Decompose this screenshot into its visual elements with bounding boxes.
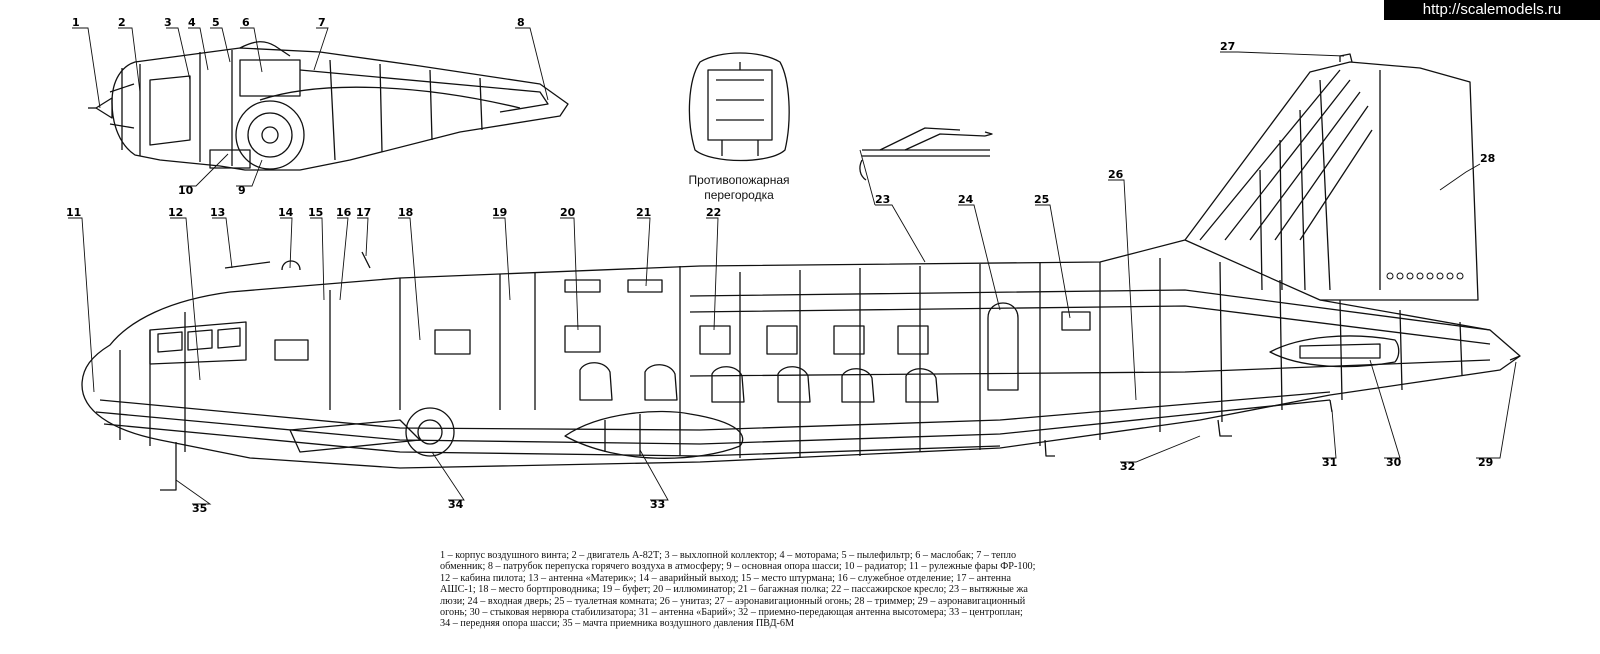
callout-5: 5 (212, 16, 220, 29)
callout-21: 21 (636, 206, 651, 219)
callout-31: 31 (1322, 456, 1337, 469)
caption-line-7: 34 – передняя опора шасси; 35 – мачта пр… (440, 618, 795, 630)
callout-3: 3 (164, 16, 172, 29)
callout-34: 34 (448, 498, 464, 511)
callout-8: 8 (517, 16, 525, 29)
callout-15: 15 (308, 206, 323, 219)
callout-7: 7 (318, 16, 326, 29)
engine-nacelle-drawing (88, 41, 569, 171)
firewall-label: Противопожарная перегородка (674, 173, 804, 203)
tail-fin-drawing (1184, 53, 1479, 301)
callout-16: 16 (336, 206, 352, 219)
callout-35: 35 (192, 502, 207, 515)
callout-9: 9 (238, 184, 246, 197)
callout-13: 13 (210, 206, 225, 219)
callout-18: 18 (398, 206, 413, 219)
caption-line-1: 1 – корпус воздушного винта; 2 – двигате… (440, 550, 1017, 561)
fuselage-drawing (81, 239, 1521, 491)
callout-20: 20 (560, 206, 576, 219)
callout-28: 28 (1480, 152, 1495, 165)
callout-2: 2 (118, 16, 126, 29)
callout-4: 4 (188, 16, 196, 29)
caption-line-2: обменник; 8 – патрубок перепуска горячег… (440, 561, 1036, 573)
callout-6: 6 (242, 16, 250, 29)
callout-1: 1 (72, 16, 80, 29)
callout-32: 32 (1120, 460, 1135, 473)
watermark-url: http://scalemodels.ru (1384, 0, 1600, 20)
callout-27: 27 (1220, 40, 1235, 53)
callout-23: 23 (875, 193, 890, 206)
callout-10: 10 (178, 184, 194, 197)
legend-caption: 1 – корпус воздушного винта; 2 – двигате… (440, 550, 1160, 630)
caption-line-4: АШС-1; 18 – место бортпроводника; 19 – б… (440, 584, 1028, 596)
caption-line-5: люзи; 24 – входная дверь; 25 – туалетная… (440, 595, 1026, 607)
firewall-label-line-1: Противопожарная (688, 173, 790, 187)
callout-22: 22 (706, 206, 721, 219)
callout-17: 17 (356, 206, 371, 219)
callout-24: 24 (958, 193, 974, 206)
firewall-label-line-2: перегородка (704, 188, 774, 202)
callout-29: 29 (1478, 456, 1493, 469)
louver-detail-drawing (859, 127, 993, 181)
leader-lines (68, 27, 1517, 505)
callout-11: 11 (66, 206, 81, 219)
callout-12: 12 (168, 206, 183, 219)
callout-33: 33 (650, 498, 665, 511)
callout-25: 25 (1034, 193, 1049, 206)
callout-30: 30 (1386, 456, 1402, 469)
caption-line-6: огонь; 30 – стыковая нервюра стабилизато… (440, 607, 1023, 619)
callout-14: 14 (278, 206, 294, 219)
callout-26: 26 (1108, 168, 1124, 181)
firewall-detail-drawing (688, 52, 790, 162)
vent-dots (1386, 272, 1464, 280)
caption-line-3: 12 – кабина пилота; 13 – антенна «Матери… (440, 572, 1011, 584)
callout-19: 19 (492, 206, 507, 219)
